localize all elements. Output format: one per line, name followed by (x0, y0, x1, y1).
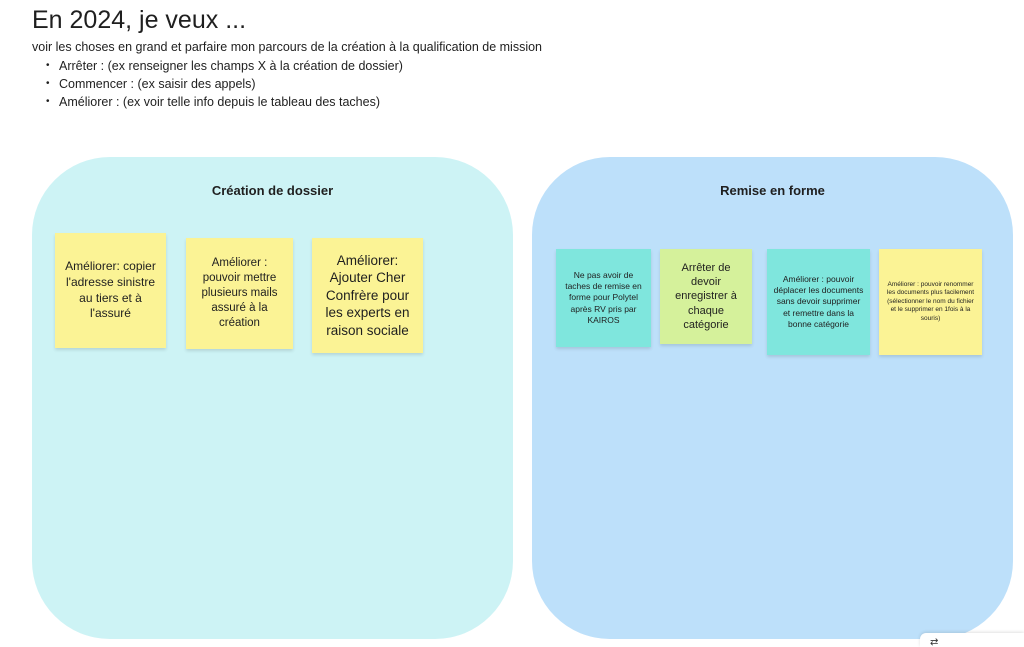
sticky-note-text: Ne pas avoir de taches de remise en form… (565, 270, 642, 325)
frame-title[interactable]: Remise en forme (720, 183, 825, 198)
frame-creation-dossier[interactable]: Création de dossier Améliorer: copier l'… (32, 157, 513, 639)
frame-title[interactable]: Création de dossier (211, 183, 334, 198)
sticky-note[interactable]: Améliorer : pouvoir mettre plusieurs mai… (186, 238, 293, 349)
bullet-list: Arrêter : (ex renseigner les champs X à … (44, 57, 403, 111)
board-subtitle[interactable]: voir les choses en grand et parfaire mon… (32, 40, 542, 54)
sticky-note[interactable]: Arrêter de devoir enregistrer à chaque c… (660, 249, 752, 344)
sticky-note[interactable]: Améliorer : pouvoir renommer les documen… (879, 249, 982, 355)
sticky-note-text: Améliorer : pouvoir mettre plusieurs mai… (201, 257, 278, 329)
expand-icon[interactable]: ⇄ (930, 637, 939, 647)
sticky-note-text: Améliorer: copier l'adresse sinistre au … (65, 259, 156, 321)
zoom-controls[interactable]: ⇄ (920, 633, 1024, 647)
bullet-item-ameliorer[interactable]: Améliorer : (ex voir telle info depuis l… (44, 93, 403, 111)
sticky-note[interactable]: Ne pas avoir de taches de remise en form… (556, 249, 651, 347)
sticky-note[interactable]: Améliorer : pouvoir déplacer les documen… (767, 249, 870, 355)
bullet-item-arreter[interactable]: Arrêter : (ex renseigner les champs X à … (44, 57, 403, 75)
sticky-note-text: Arrêter de devoir enregistrer à chaque c… (675, 261, 737, 331)
sticky-note[interactable]: Améliorer: copier l'adresse sinistre au … (55, 233, 166, 348)
sticky-note-text: Améliorer: Ajouter Cher Confrère pour le… (325, 252, 410, 338)
sticky-note-text: Améliorer : pouvoir déplacer les documen… (773, 274, 864, 329)
frame-remise-en-forme[interactable]: Remise en forme Ne pas avoir de taches d… (532, 157, 1013, 639)
sticky-note-text: Améliorer : pouvoir renommer les documen… (886, 280, 975, 322)
sticky-note[interactable]: Améliorer: Ajouter Cher Confrère pour le… (312, 238, 423, 353)
bullet-item-commencer[interactable]: Commencer : (ex saisir des appels) (44, 75, 403, 93)
board-heading[interactable]: En 2024, je veux ... (32, 6, 247, 34)
